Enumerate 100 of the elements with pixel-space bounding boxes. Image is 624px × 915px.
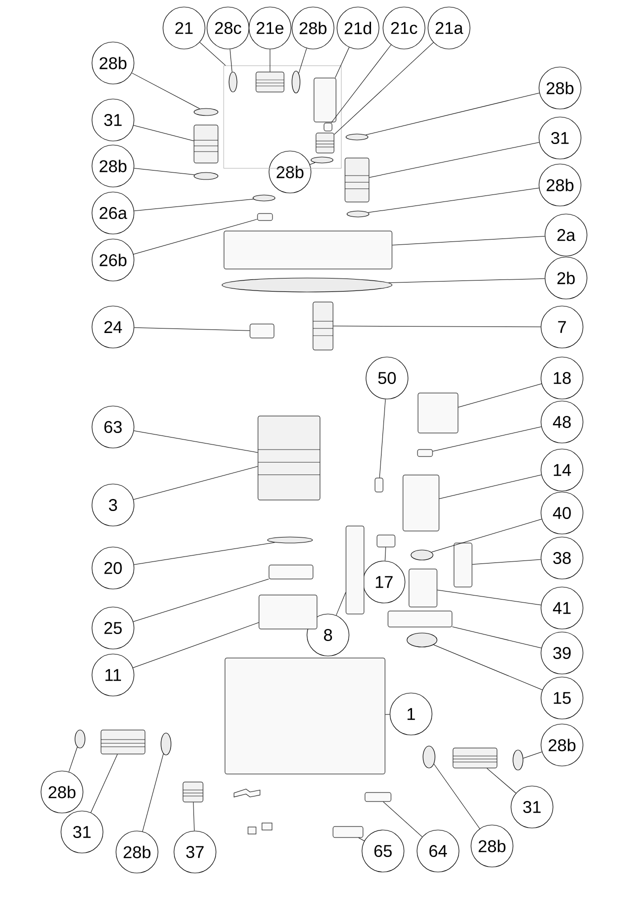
part-drawing — [312, 302, 334, 350]
callout-number: 38 — [540, 536, 584, 580]
leader-line — [434, 764, 480, 829]
callout-number: 18 — [540, 356, 584, 400]
callout-number: 25 — [92, 606, 134, 650]
callout-number: 28b — [538, 66, 582, 110]
leader-line — [472, 559, 541, 565]
callout-number: 63 — [92, 406, 134, 448]
part-drawing — [346, 210, 370, 218]
part-drawing — [257, 213, 273, 221]
callout-number: 17 — [362, 560, 406, 604]
leader-line — [200, 42, 226, 66]
callout-number: 28b — [540, 724, 584, 766]
callout-number: 14 — [540, 448, 584, 492]
leader-line — [310, 162, 316, 165]
leader-line — [134, 542, 275, 565]
leader-line — [432, 426, 542, 452]
leader-line — [431, 518, 542, 552]
callout-number: 65 — [362, 830, 404, 872]
part-drawing — [388, 610, 452, 628]
part-drawing — [418, 392, 458, 434]
callout-number: 31 — [92, 98, 134, 142]
part-drawing — [417, 449, 433, 457]
part-drawing — [346, 526, 364, 614]
part-drawing — [160, 732, 172, 756]
part-drawing — [410, 550, 434, 560]
callout-number: 26b — [92, 238, 134, 282]
part-drawing — [224, 658, 386, 774]
callout-number: 21c — [382, 6, 426, 50]
part-drawing — [292, 70, 300, 94]
part-drawing — [74, 730, 86, 748]
part-drawing — [194, 172, 218, 180]
part-drawing — [256, 72, 284, 92]
leader-line — [336, 592, 346, 616]
part-drawing — [316, 132, 334, 154]
part-drawing — [346, 134, 368, 140]
part-drawing — [252, 194, 276, 202]
part-drawing — [344, 158, 370, 202]
leader-line — [133, 578, 269, 622]
leader-line — [392, 236, 545, 246]
callout-number: 26a — [92, 192, 134, 234]
callout-number: 28b — [538, 164, 582, 206]
leader-line — [365, 92, 540, 136]
callout-number: 7 — [540, 306, 584, 348]
callout-number: 2a — [544, 214, 588, 256]
callout-number: 31 — [60, 810, 104, 854]
leader-line — [437, 590, 542, 606]
callout-number: 37 — [174, 830, 216, 874]
leader-line — [193, 802, 195, 831]
leader-line — [134, 327, 250, 331]
leader-line — [358, 838, 365, 842]
leader-line — [433, 644, 543, 690]
callout-number: 11 — [92, 654, 134, 696]
leader-line — [298, 48, 307, 74]
callout-number: 41 — [540, 586, 584, 630]
leader-line — [134, 430, 258, 453]
part-drawing — [422, 746, 436, 768]
callout-number: 21a — [428, 6, 470, 50]
callout-number: 21 — [162, 6, 206, 50]
leader-line — [132, 72, 200, 109]
leader-line — [439, 474, 542, 499]
leader-line — [334, 42, 434, 135]
part-drawing — [258, 594, 318, 630]
part-drawing — [406, 632, 438, 648]
callout-number: 1 — [390, 692, 432, 736]
leader-line — [383, 802, 422, 837]
callout-number: 50 — [366, 356, 408, 400]
part-drawing — [268, 564, 314, 580]
callout-number: 28b — [92, 144, 134, 188]
callout-number: 20 — [92, 546, 134, 590]
leader-line — [384, 547, 386, 561]
leader-line — [333, 326, 541, 328]
callout-number: 28c — [206, 6, 250, 50]
part-drawing — [224, 230, 392, 270]
leader-line — [368, 188, 540, 213]
callout-number: 8 — [306, 614, 350, 656]
part-drawing — [512, 750, 524, 770]
part-drawing — [222, 278, 392, 292]
callout-number: 31 — [510, 786, 554, 828]
leader-line — [230, 48, 232, 72]
leader-line — [133, 218, 258, 254]
part-drawing — [452, 748, 498, 768]
callout-number: 2b — [544, 256, 588, 300]
leader-line — [369, 142, 540, 178]
callout-number: 64 — [416, 830, 460, 872]
leader-line — [134, 198, 254, 212]
leader-line — [388, 278, 545, 284]
part-drawing — [182, 782, 204, 802]
leader-line — [68, 746, 78, 772]
callout-number: 40 — [540, 492, 584, 534]
part-drawing — [258, 416, 320, 500]
part-drawing — [314, 78, 336, 122]
part-drawing — [374, 478, 384, 492]
callout-number: 39 — [540, 632, 584, 674]
callout-number: 48 — [540, 400, 584, 444]
leader-line — [379, 399, 386, 478]
callout-number: 31 — [538, 116, 582, 160]
callout-number: 21e — [248, 6, 292, 50]
part-drawing — [194, 124, 218, 164]
part-drawing — [402, 474, 440, 532]
